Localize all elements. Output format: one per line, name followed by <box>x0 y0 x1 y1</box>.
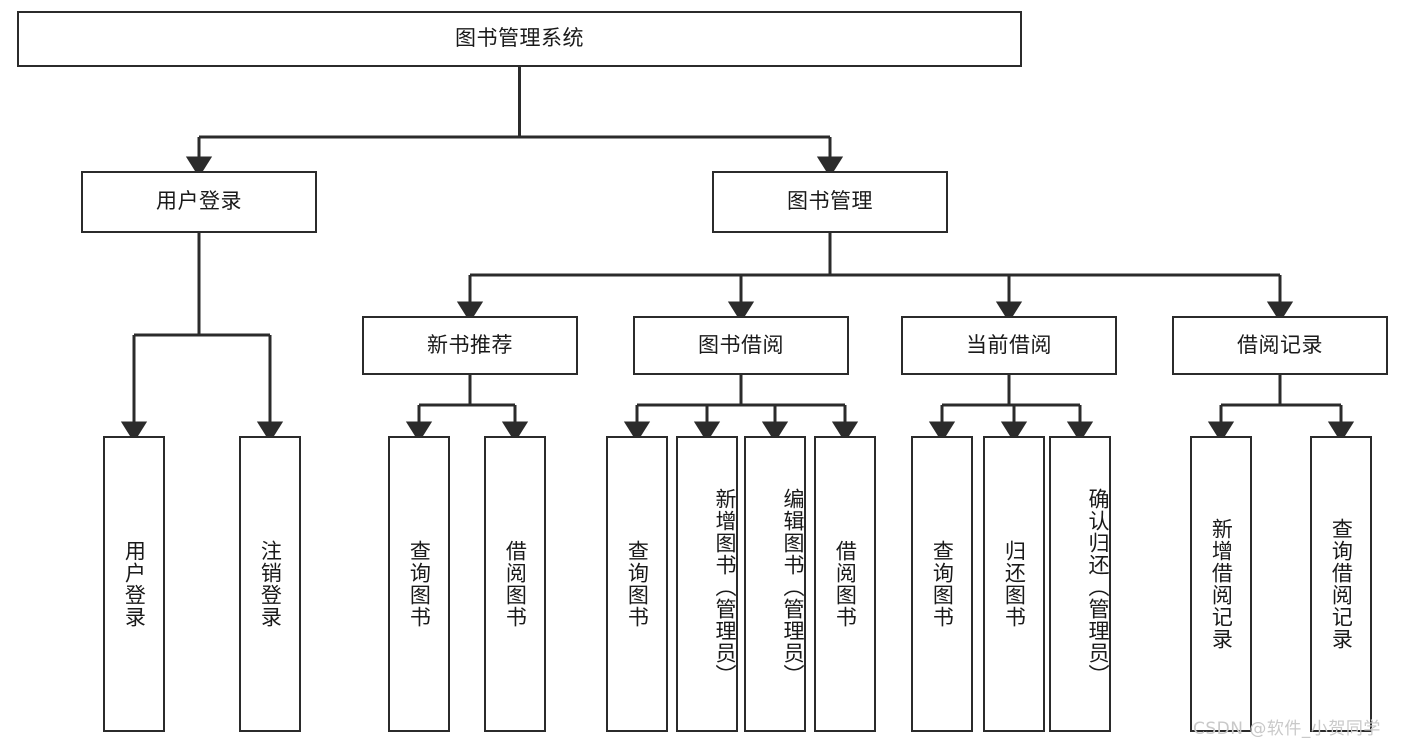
node-book-management[interactable]: 图书管理 <box>712 171 948 233</box>
leaf-query-borrow-record[interactable]: 查询借阅记录 <box>1310 436 1372 732</box>
node-current-borrow[interactable]: 当前借阅 <box>901 316 1117 375</box>
leaf-user-login[interactable]: 用户登录 <box>103 436 165 732</box>
node-user-login[interactable]: 用户登录 <box>81 171 317 233</box>
leaf-add-book-admin[interactable]: 新增图书（管理员） <box>676 436 738 732</box>
csdn-watermark: CSDN @软件_小贺同学 <box>1193 719 1381 739</box>
leaf-query-book-newbook[interactable]: 查询图书 <box>388 436 450 732</box>
leaf-add-borrow-record[interactable]: 新增借阅记录 <box>1190 436 1252 732</box>
node-borrow-record[interactable]: 借阅记录 <box>1172 316 1388 375</box>
node-root[interactable]: 图书管理系统 <box>17 11 1022 67</box>
node-book-borrow[interactable]: 图书借阅 <box>633 316 849 375</box>
leaf-query-book-borrow[interactable]: 查询图书 <box>606 436 668 732</box>
leaf-borrow-book-newbook[interactable]: 借阅图书 <box>484 436 546 732</box>
leaf-confirm-return-admin[interactable]: 确认归还（管理员） <box>1049 436 1111 732</box>
leaf-edit-book-admin[interactable]: 编辑图书（管理员） <box>744 436 806 732</box>
leaf-return-book[interactable]: 归还图书 <box>983 436 1045 732</box>
node-new-book-recommend[interactable]: 新书推荐 <box>362 316 578 375</box>
leaf-query-book-current[interactable]: 查询图书 <box>911 436 973 732</box>
leaf-logout[interactable]: 注销登录 <box>239 436 301 732</box>
leaf-borrow-book[interactable]: 借阅图书 <box>814 436 876 732</box>
